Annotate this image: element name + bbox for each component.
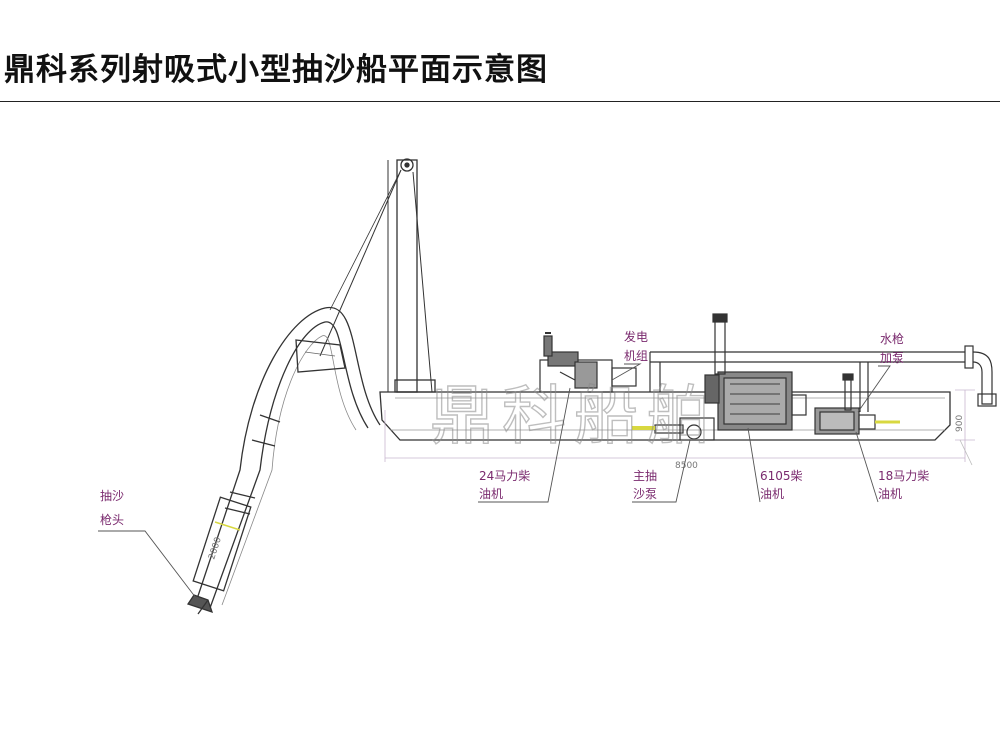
label-mainpump-2: 沙泵 [633, 487, 657, 501]
label-waterpump-2: 加泵 [880, 351, 904, 365]
crane-mast [319, 158, 436, 393]
leader-lines [98, 363, 891, 599]
engine-18hp [814, 373, 900, 435]
dim-hull-depth: 900 [955, 415, 965, 432]
label-waterpump-1: 水枪 [880, 331, 904, 346]
label-nozzle-1: 抽沙 [100, 489, 124, 503]
watermark: 鼎科船舶 [430, 380, 718, 454]
label-engine24-1: 24马力柴 [479, 469, 530, 483]
label-engine6105-1: 6105柴 [760, 469, 803, 483]
label-nozzle-2: 枪头 [100, 512, 124, 527]
dim-pipe-length: 2000 [207, 536, 224, 561]
label-engine18-1: 18马力柴 [878, 469, 929, 483]
suction-pipe [186, 306, 381, 615]
generator-set [539, 332, 637, 393]
label-engine18-2: 油机 [878, 487, 902, 501]
dim-hull-length: 8500 [675, 461, 698, 471]
label-generator-2: 机组 [624, 349, 648, 363]
label-generator-1: 发电 [624, 329, 648, 344]
page-title: 鼎科系列射吸式小型抽沙船平面示意图 [4, 52, 548, 88]
label-engine24-2: 油机 [479, 487, 503, 501]
main-sand-pump [632, 417, 715, 441]
label-mainpump-1: 主抽 [633, 469, 657, 483]
water-pipe [649, 345, 997, 412]
title-divider [0, 101, 1000, 102]
engine-6105 [704, 313, 807, 431]
label-engine6105-2: 油机 [760, 487, 784, 501]
